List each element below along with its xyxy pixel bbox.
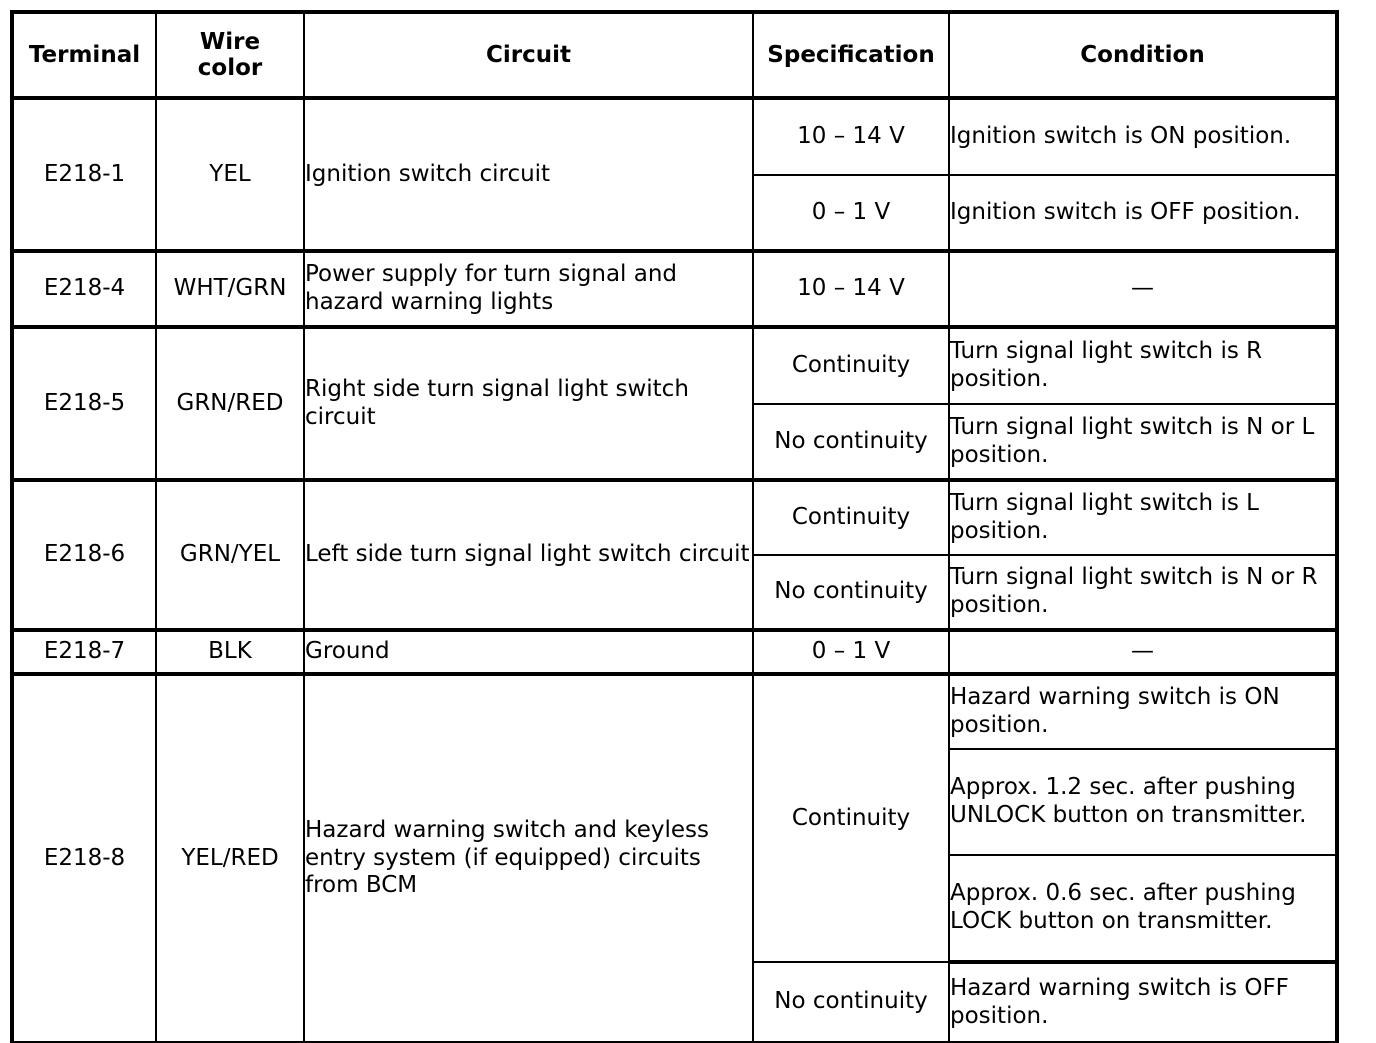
cell-wire-color: YEL [155,96,305,252]
cell-condition: Turn signal light switch is R position. [948,325,1337,405]
table-row: E218-6 GRN/YEL Left side turn signal lig… [12,478,1337,631]
cell-specification: 0 – 1 V [752,174,950,252]
table-row: E218-1 YEL Ignition switch circuit 10 – … [12,96,1337,252]
cell-condition: Hazard warning switch is ON position. [948,672,1337,750]
cell-circuit: Power supply for turn signal and hazard … [303,249,754,328]
cell-specification: No continuity [752,554,950,631]
wire-color-line-1: Wire [199,28,261,55]
cell-wire-color: WHT/GRN [155,249,305,328]
table-row: No continuity Hazard warning switch is O… [13,961,1337,1043]
cell-wire-color: BLK [155,628,305,675]
cell-specification: 10 – 14 V [752,249,950,328]
cell-condition: Approx. 0.6 sec. after pushing LOCK butt… [948,854,1337,964]
table-row: 0 – 1 V Ignition switch is OFF position. [13,174,1337,252]
cell-circuit: Right side turn signal light switch circ… [303,325,754,481]
cell-circuit: Left side turn signal light switch circu… [303,478,754,631]
cell-terminal: E218-6 [12,478,157,631]
cell-condition: Ignition switch is OFF position. [948,174,1337,252]
cell-specification: No continuity [752,403,950,481]
table-row: No continuity Turn signal light switch i… [13,403,1337,481]
cell-condition: — [948,249,1337,328]
cell-condition: Turn signal light switch is N or L posit… [948,403,1337,481]
table-row: E218-8 YEL/RED Hazard warning switch and… [12,672,1337,1043]
column-header-specification: Specification [752,12,950,99]
cell-condition: Turn signal light switch is L position. [948,478,1337,556]
wire-color-line-2: color [197,55,263,81]
cell-specification: Continuity [752,325,950,405]
cell-specification: 10 – 14 V [752,96,950,176]
column-header-terminal: Terminal [12,12,157,99]
cell-condition: Approx. 1.2 sec. after pushing UNLOCK bu… [948,748,1337,856]
table-header: Terminal Wire color Circuit Specificatio… [12,12,1337,99]
table-row: E218-4 WHT/GRN Power supply for turn sig… [12,249,1337,328]
cell-condition: Hazard warning switch is OFF position. [948,961,1337,1043]
header-row: Terminal Wire color Circuit Specificatio… [12,12,1337,99]
cell-specification: Continuity [752,478,950,556]
cell-circuit: Ground [303,628,754,675]
cell-condition: Turn signal light switch is N or R posit… [948,554,1337,631]
column-header-circuit: Circuit [303,12,754,99]
cell-wire-color: GRN/RED [155,325,305,481]
table-row: E218-7 BLK Ground 0 – 1 V — [12,628,1337,675]
table-row: E218-5 GRN/RED Right side turn signal li… [12,325,1337,481]
cell-specification: No continuity [752,961,950,1043]
cell-circuit: Ignition switch circuit [303,96,754,252]
cell-terminal: E218-4 [12,249,157,328]
cell-condition: — [948,628,1337,675]
column-header-condition: Condition [948,12,1337,99]
terminal-specification-table: Terminal Wire color Circuit Specificatio… [10,10,1339,1043]
table-body: E218-1 YEL Ignition switch circuit 10 – … [12,96,1337,1043]
table-row: Approx. 1.2 sec. after pushing UNLOCK bu… [13,748,1337,856]
cell-terminal: E218-5 [12,325,157,481]
cell-circuit: Hazard warning switch and keyless entry … [303,672,754,1043]
cell-terminal: E218-7 [12,628,157,675]
cell-terminal: E218-1 [12,96,157,252]
cell-wire-color: GRN/YEL [155,478,305,631]
cell-condition: Ignition switch is ON position. [948,96,1337,176]
column-header-wire-color: Wire color [155,12,305,99]
cell-specification: Continuity [752,672,950,963]
table-row: Approx. 0.6 sec. after pushing LOCK butt… [13,854,1337,964]
cell-specification: 0 – 1 V [752,628,950,675]
cell-terminal: E218-8 [12,672,157,1043]
table-row: No continuity Turn signal light switch i… [13,554,1337,631]
cell-wire-color: YEL/RED [155,672,305,1043]
